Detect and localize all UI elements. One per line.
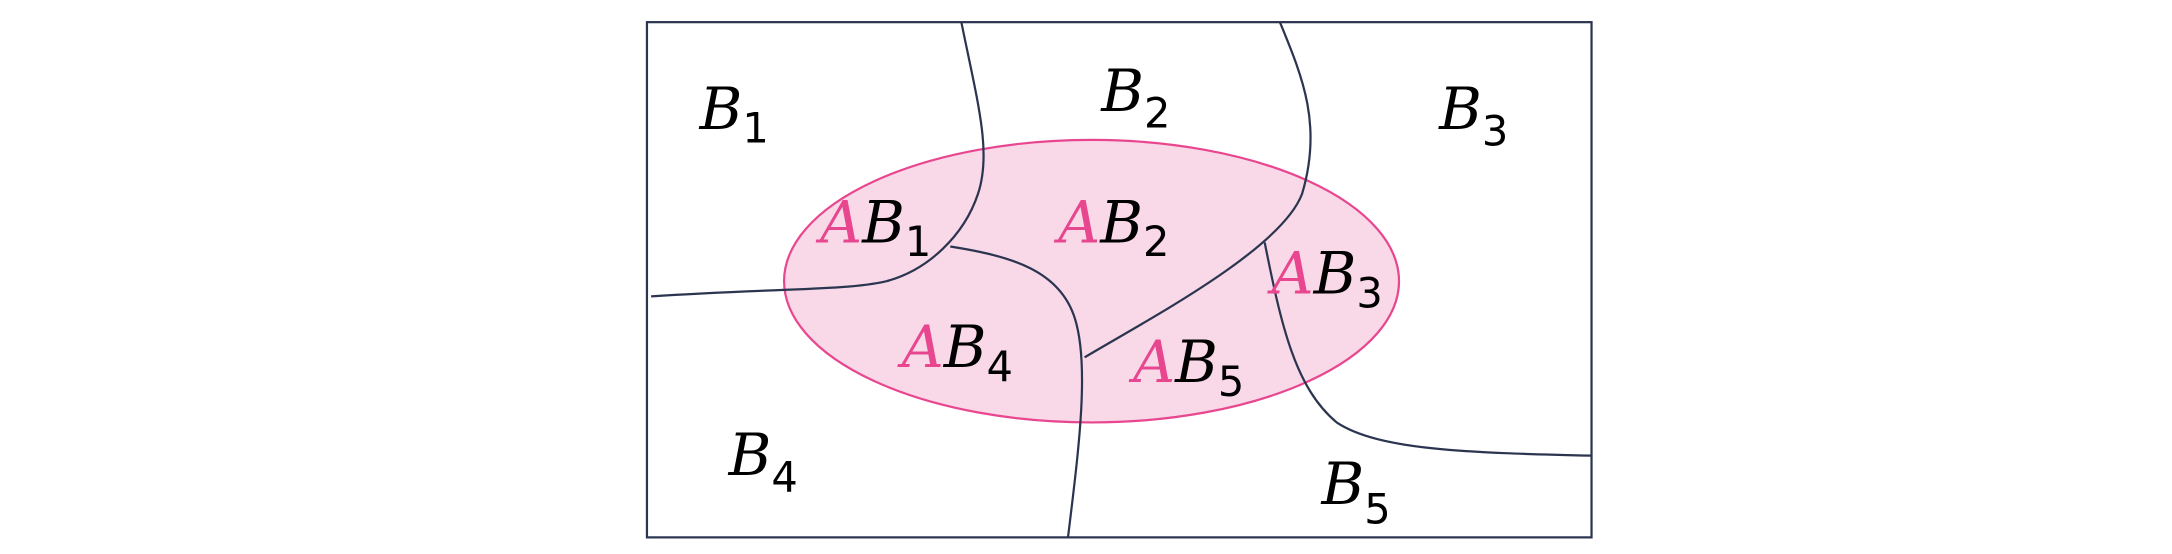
event-a-ellipse <box>782 138 1401 424</box>
boundary-b3 <box>1263 242 1592 457</box>
label-b3: B3 <box>1438 75 1508 156</box>
label-b5: B5 <box>1320 450 1390 533</box>
label-ab1: AB1 <box>815 188 931 266</box>
label-ab5: AB5 <box>1128 328 1244 406</box>
boundary-b1 <box>651 21 985 298</box>
label-b4: B4 <box>728 421 798 502</box>
label-ab4: AB4 <box>897 313 1013 391</box>
label-b2: B2 <box>1100 57 1170 138</box>
label-ab2: AB2 <box>1053 188 1169 266</box>
label-ab3: AB3 <box>1267 240 1383 318</box>
label-b1: B1 <box>699 75 769 153</box>
boundary-b4 <box>950 245 1084 538</box>
boundary-b2 <box>1084 21 1312 359</box>
